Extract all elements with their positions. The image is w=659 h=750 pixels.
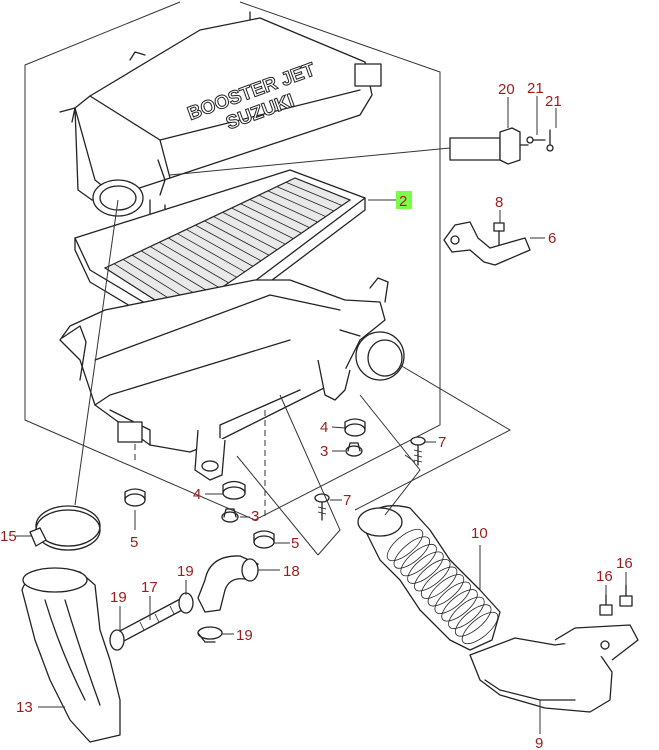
callout-13: 13 [16, 699, 33, 716]
hose-rib [427, 574, 465, 607]
assembly-boundary [24, 1, 441, 521]
callout-5a: 5 [130, 534, 138, 551]
callout-21a: 21 [527, 80, 544, 97]
filter-pleat [186, 229, 254, 267]
callout-3b: 3 [251, 508, 259, 525]
screw-21b [546, 129, 554, 152]
callout-8: 8 [495, 194, 503, 211]
clamp-19c [197, 626, 223, 643]
callout-18: 18 [283, 563, 300, 580]
grommet-5-left [124, 488, 146, 507]
clamp-19b [178, 592, 194, 614]
callout-4a: 4 [320, 419, 328, 436]
callout-5b: 5 [291, 535, 299, 552]
clamp-19a [109, 629, 125, 651]
hose-rib [434, 581, 471, 614]
grommet-5-right [253, 530, 275, 549]
air-cleaner-upper-case: BOOSTER JET SUZUKI [59, 11, 382, 246]
callout-2-highlight [396, 191, 412, 209]
hose-rib [454, 604, 492, 637]
screw-21a [526, 136, 546, 144]
callout-15: 15 [0, 528, 17, 545]
filter-pleat [195, 224, 262, 262]
callout-20: 20 [498, 81, 515, 98]
filter-pleat [294, 177, 351, 201]
filter-pleat [213, 216, 278, 251]
leader-lines [16, 96, 627, 734]
bracket-6 [443, 221, 531, 266]
callout-labels: 2 20 21 21 8 6 4 3 7 4 3 7 5 5 15 10 16 … [0, 80, 633, 750]
callout-6: 6 [548, 230, 556, 247]
collar-3-upper [345, 442, 363, 457]
callout-7b: 7 [343, 492, 351, 509]
callout-17: 17 [141, 579, 158, 596]
bolt-8 [493, 222, 505, 246]
resonator-9 [469, 624, 639, 713]
hose-rib [461, 611, 499, 645]
bolt-16b [619, 584, 633, 607]
filter-pleat [276, 186, 334, 212]
callout-19b: 19 [177, 563, 194, 580]
sensor-20 [449, 127, 529, 165]
callout-16a: 16 [596, 568, 613, 585]
callout-21b: 21 [545, 93, 562, 110]
clamp-15 [29, 505, 101, 551]
filter-pleat [222, 211, 286, 245]
callout-4b: 4 [193, 486, 201, 503]
filter-pleat [140, 250, 213, 295]
air-filter-element [74, 169, 366, 343]
hose-rib [393, 536, 431, 569]
filter-pleat [240, 203, 302, 234]
hose-17 [117, 597, 187, 643]
filter-pleat [150, 246, 221, 289]
filter-pleat [168, 237, 237, 278]
callout-19a: 19 [110, 589, 127, 606]
callout-7a: 7 [438, 434, 446, 451]
hose-rib [441, 589, 478, 622]
filter-pleat [177, 233, 245, 273]
collar-3-lower [221, 508, 239, 523]
intake-duct-13 [21, 567, 121, 743]
callout-10: 10 [471, 525, 488, 542]
hose-rib [420, 566, 458, 599]
hose-rib [414, 559, 451, 592]
hose-ribs [386, 528, 499, 645]
callout-3a: 3 [320, 443, 328, 460]
grommet-4-lower [222, 480, 246, 500]
callout-9: 9 [535, 735, 543, 750]
filter-pleat [258, 194, 318, 223]
filter-pleat [267, 190, 326, 217]
filter-pleat [159, 241, 229, 284]
filter-pleat [204, 220, 270, 256]
bolt-16a [599, 594, 613, 616]
grommet-4-upper [344, 418, 366, 437]
corrugated-hose-10 [357, 505, 501, 651]
hose-rib [407, 551, 444, 584]
bolt-7-upper [410, 436, 426, 466]
callout-19c: 19 [236, 627, 253, 644]
hose-rib [386, 528, 424, 562]
filter-pleat [231, 207, 294, 240]
callout-16b: 16 [616, 555, 633, 572]
hose-18 [197, 555, 259, 613]
filter-pleat [249, 199, 310, 228]
filter-pleat [285, 181, 343, 206]
hose-rib [448, 596, 485, 630]
bolt-7-lower [314, 493, 330, 521]
air-cleaner-lower-case [59, 277, 405, 481]
callout-2: 2 [399, 193, 407, 210]
hose-rib [400, 543, 437, 577]
